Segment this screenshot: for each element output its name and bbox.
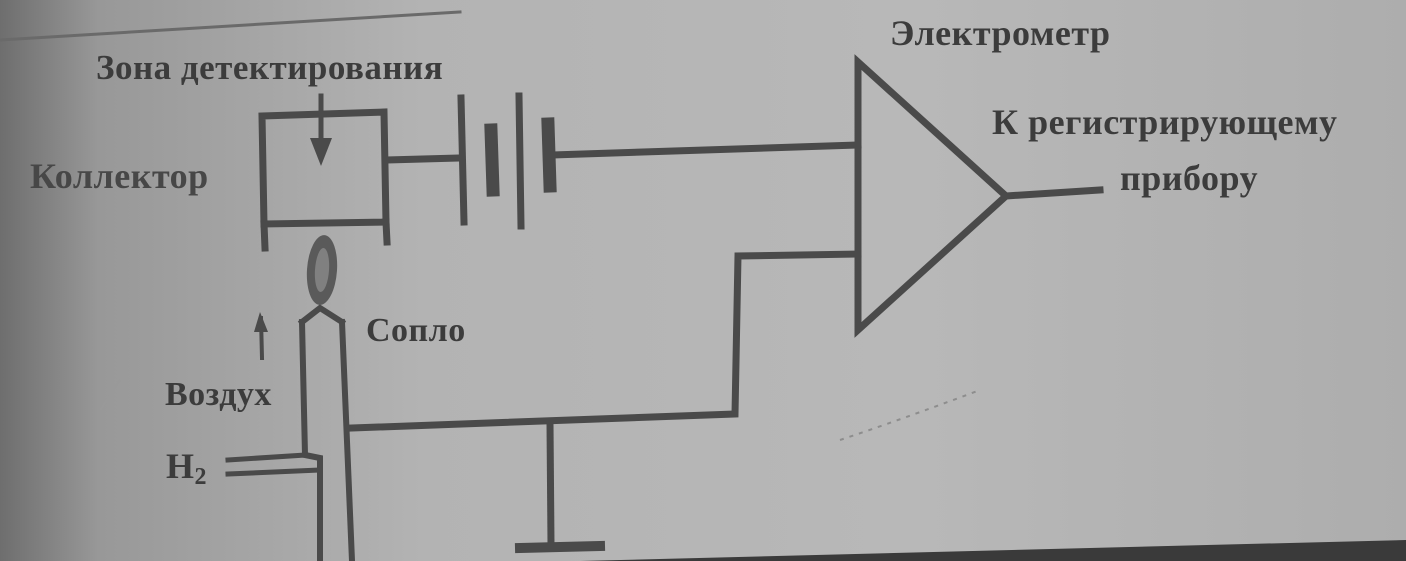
electrometer-label: Электрометр (890, 13, 1111, 53)
output-wire (1002, 186, 1104, 200)
electrometer-lower-input-wire (348, 250, 862, 432)
detection-zone-label: Зона детектирования (96, 48, 444, 87)
air-label: Воздух (165, 376, 272, 413)
recorder-label-line1: К регистрирующему (992, 102, 1338, 142)
ground-stem (546, 420, 555, 548)
hydrogen-symbol: H (166, 446, 195, 486)
hydrogen-inlet-bottom (225, 467, 323, 477)
battery-electrometer-wire (548, 141, 862, 159)
nozzle-outer-left (297, 304, 347, 327)
hydrogen-subscript: 2 (194, 464, 208, 490)
battery-plate-3 (515, 92, 525, 230)
paper-smudge (839, 389, 981, 441)
collector-label: Коллектор (30, 156, 209, 196)
hydrogen-inlet-top (225, 452, 308, 463)
ground-bar (514, 540, 606, 554)
page-top-line (0, 10, 462, 42)
collector-right-leg (382, 218, 391, 246)
collector-down-arrow-head (310, 138, 332, 166)
nozzle-label: Сопло (366, 312, 466, 349)
air-arrow-head (254, 312, 268, 332)
collector-box (258, 108, 390, 228)
flame-core (314, 248, 330, 292)
collector-left-leg (260, 220, 269, 252)
nozzle-right-wall (338, 318, 356, 561)
hydrogen-label: H2 (166, 448, 207, 489)
battery-plate-2 (484, 123, 500, 197)
battery-plate-1 (457, 94, 468, 226)
collector-battery-wire (382, 154, 464, 164)
nozzle-left-wall (298, 318, 323, 561)
paper-mark-small (99, 379, 121, 411)
electrometer-triangle (854, 54, 1012, 338)
page-bottom-edge (580, 540, 1406, 561)
recorder-label-line2: прибору (1120, 158, 1259, 198)
